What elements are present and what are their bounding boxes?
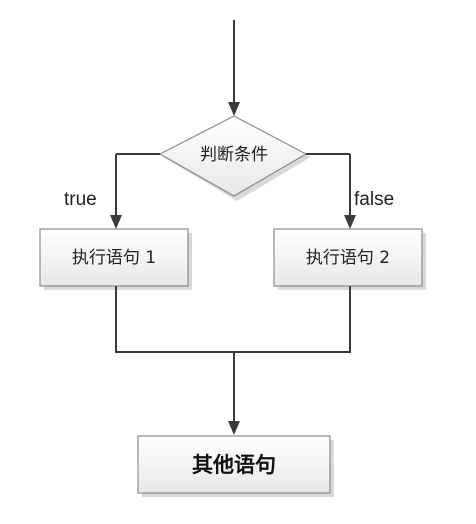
other-statement-label: 其他语句 (192, 453, 276, 477)
false-label: false (354, 189, 394, 210)
statement-1-label: 执行语句 1 (72, 248, 156, 268)
true-label: true (64, 189, 97, 210)
merge-arrowhead (228, 421, 240, 435)
true-branch-arrowhead (110, 215, 122, 229)
statement-2-box (273, 228, 423, 287)
other-statement-box (137, 435, 331, 494)
statement-2-label: 执行语句 2 (306, 248, 390, 268)
decision-diamond (158, 115, 308, 197)
false-branch-arrowhead (344, 215, 356, 229)
entry-arrowhead (228, 102, 240, 116)
decision-label: 判断条件 (200, 145, 268, 165)
statement-1-box (39, 228, 189, 287)
